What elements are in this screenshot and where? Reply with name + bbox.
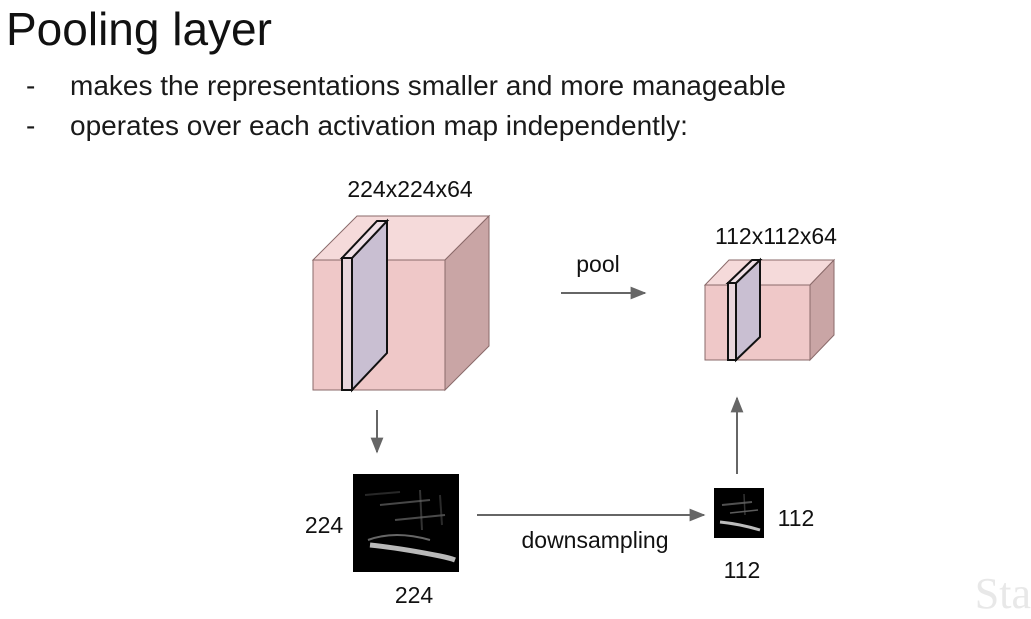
output-activation-map: [714, 488, 764, 538]
input-map-height-label: 224: [305, 512, 344, 538]
watermark-text: Sta: [975, 568, 1031, 619]
output-volume-cube: [705, 260, 834, 360]
output-map-height-label: 112: [778, 505, 815, 531]
output-map-width-label: 112: [724, 557, 761, 583]
pool-label: pool: [576, 251, 619, 277]
input-volume-label: 224x224x64: [347, 176, 473, 202]
downsampling-label: downsampling: [521, 527, 668, 553]
activation-slice-front: [342, 258, 352, 390]
input-map-width-label: 224: [395, 582, 434, 607]
input-activation-map: [353, 474, 459, 572]
output-volume-label: 112x112x64: [715, 223, 837, 249]
input-volume-cube: [313, 216, 489, 390]
activation-slice-front: [728, 283, 736, 360]
